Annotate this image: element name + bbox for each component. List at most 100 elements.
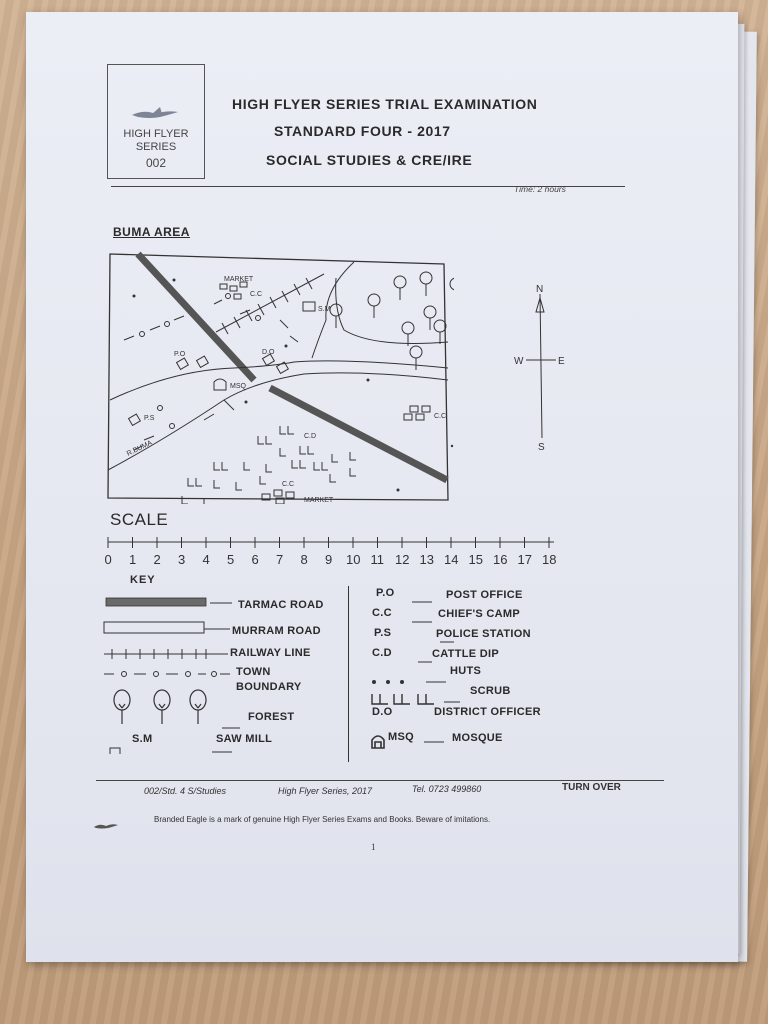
turn-over: TURN OVER: [562, 782, 621, 793]
compass-north: N: [536, 284, 543, 295]
exam-standard: STANDARD FOUR - 2017: [274, 123, 451, 139]
key-symbol-mosque-icon: [371, 735, 385, 749]
scale-tick-label: 1: [129, 552, 136, 567]
scale-tick-label: 14: [444, 552, 458, 567]
key-saw-mill: SAW MILL: [216, 733, 273, 745]
compass-icon: N W E S: [514, 284, 565, 453]
scale-tick-label: 6: [252, 552, 259, 567]
scale-tick-label: 16: [493, 552, 507, 567]
key-symbol-railway: [104, 649, 228, 659]
key-forest: FOREST: [248, 711, 295, 723]
key-cd-abbr: C.D: [372, 647, 392, 659]
key-ps-abbr: P.S: [374, 627, 392, 639]
key-district-officer: DISTRICT OFFICER: [434, 706, 541, 718]
scale-tick-label: 8: [301, 552, 308, 567]
key-cc-abbr: C.C: [372, 607, 392, 619]
key-railway-line: RAILWAY LINE: [230, 647, 311, 659]
map-stream-2: [335, 277, 449, 344]
map-label-cc-bottom: C.C: [282, 481, 294, 488]
scale-tick-label: 17: [518, 552, 532, 567]
key-scrub: SCRUB: [470, 685, 511, 697]
map-label-river: R.BUMA: [126, 439, 154, 457]
key-divider: [348, 586, 349, 762]
footer-series: High Flyer Series, 2017: [278, 786, 373, 796]
key-po-abbr: P.O: [376, 587, 395, 599]
key-huts: HUTS: [450, 665, 482, 677]
key-msq-abbr: MSQ: [388, 731, 414, 743]
page-number: 1: [371, 842, 376, 852]
logo-line1: HIGH FLYER: [123, 128, 189, 140]
scale-tick-label: 13: [420, 552, 434, 567]
footer-tel: Tel. 0723 499860: [412, 784, 482, 794]
key-cattle-dip: CATTLE DIP: [432, 648, 499, 660]
key-boundary: BOUNDARY: [236, 681, 302, 693]
scale-tick-label: 10: [346, 552, 360, 567]
exam-subject: SOCIAL STUDIES & CRE/IRE: [266, 152, 473, 168]
scale-tick-label: 9: [325, 552, 332, 567]
map-river-bank-2: [107, 372, 449, 471]
exam-paper: HIGH FLYER SERIES 002 HIGH FLYER SERIES …: [26, 12, 738, 962]
map-label-sm: S.M: [318, 306, 331, 313]
scale-tick-label: 0: [105, 552, 112, 567]
key-symbol-forest: [113, 689, 207, 724]
map-tarmac-road-2: [268, 384, 449, 484]
exam-title: HIGH FLYER SERIES TRIAL EXAMINATION: [232, 96, 538, 112]
logo-line2: SERIES: [135, 141, 177, 153]
compass-east: E: [558, 356, 565, 367]
header-rule: [111, 186, 625, 187]
key-post-office: POST OFFICE: [446, 589, 523, 601]
map-label-cc-right: C.C: [434, 413, 446, 420]
map-label-cc-top: C.C: [250, 291, 262, 298]
map-frame: [107, 253, 449, 501]
scale-tick-label: 7: [276, 552, 283, 567]
map-town-boundary: [123, 293, 299, 451]
map-label-msq: MSQ: [230, 383, 247, 390]
map-tarmac-road: [135, 251, 257, 383]
map-huts: [132, 278, 454, 492]
key-sm-abbr: S.M: [132, 733, 153, 745]
scale-tick-label: 15: [469, 552, 483, 567]
scale-title: SCALE: [110, 510, 169, 529]
scale-tick-label: 2: [154, 552, 161, 567]
key-symbol-scrub: [371, 694, 434, 705]
key-do-abbr: D.O: [372, 706, 393, 718]
scale-tick-label: 4: [203, 552, 210, 567]
eagle-logo-icon: [132, 107, 178, 118]
footer-rule: [96, 780, 664, 781]
map-label-do: D.O: [262, 349, 275, 356]
brand-note: Branded Eagle is a mark of genuine High …: [154, 815, 491, 824]
buma-area-map: MARKET C.C S.M P.O D.O MSQ P.S R.BUMA C.…: [107, 251, 454, 504]
key-symbol-saw-mill: [109, 747, 121, 754]
scale-tick-label: 5: [227, 552, 234, 567]
map-railway-line: [215, 273, 325, 333]
scale-tick-label: 3: [178, 552, 185, 567]
map-stream: [311, 261, 355, 359]
compass-west: W: [514, 356, 524, 367]
map-railway-ticks: [221, 277, 313, 335]
map-label-market-top: MARKET: [224, 276, 254, 283]
key-tarmac-road: TARMAC ROAD: [238, 599, 324, 611]
scale-tick-label: 12: [395, 552, 409, 567]
key-title: KEY: [130, 574, 156, 586]
map-label-cd: C.D: [304, 433, 316, 440]
key-right-symbols: [371, 601, 460, 749]
eagle-mark-icon: [94, 824, 118, 829]
footer-code: 002/Std. 4 S/Studies: [144, 786, 227, 796]
map-label-ps: P.S: [144, 415, 155, 422]
key-symbol-huts: [372, 680, 404, 684]
key-police-station: POLICE STATION: [436, 628, 531, 640]
map-label-po: P.O: [174, 351, 186, 358]
logo-code: 002: [145, 156, 167, 170]
map-forest: [329, 271, 454, 370]
key-chiefs-camp: CHIEF'S CAMP: [438, 608, 520, 620]
key-mosque: MOSQUE: [452, 732, 503, 744]
map-scrub: [181, 426, 356, 504]
compass-south: S: [538, 442, 545, 453]
key-murram-road: MURRAM ROAD: [232, 625, 321, 637]
time-allowed: Time: 2 hours: [514, 184, 566, 194]
map-area-title: BUMA AREA: [113, 225, 190, 239]
map-river-bank-1: [109, 360, 449, 401]
map-label-market-bottom: MARKET: [304, 497, 334, 504]
scale-tick-label: 11: [371, 552, 385, 567]
key-symbol-town-boundary: [104, 671, 230, 677]
